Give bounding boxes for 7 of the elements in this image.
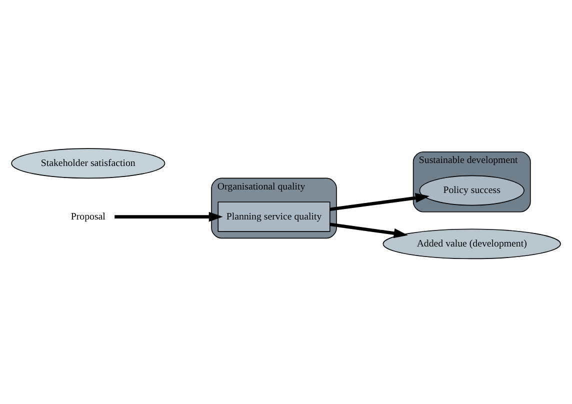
node-box: Planning service quality xyxy=(218,202,330,232)
node-ellipse: Stakeholder satisfaction xyxy=(11,148,166,179)
node-text: Proposal xyxy=(70,211,106,222)
arrow xyxy=(330,193,430,212)
arrow xyxy=(114,212,223,222)
arrow xyxy=(330,222,408,238)
node-ellipse: Policy success xyxy=(419,175,524,206)
